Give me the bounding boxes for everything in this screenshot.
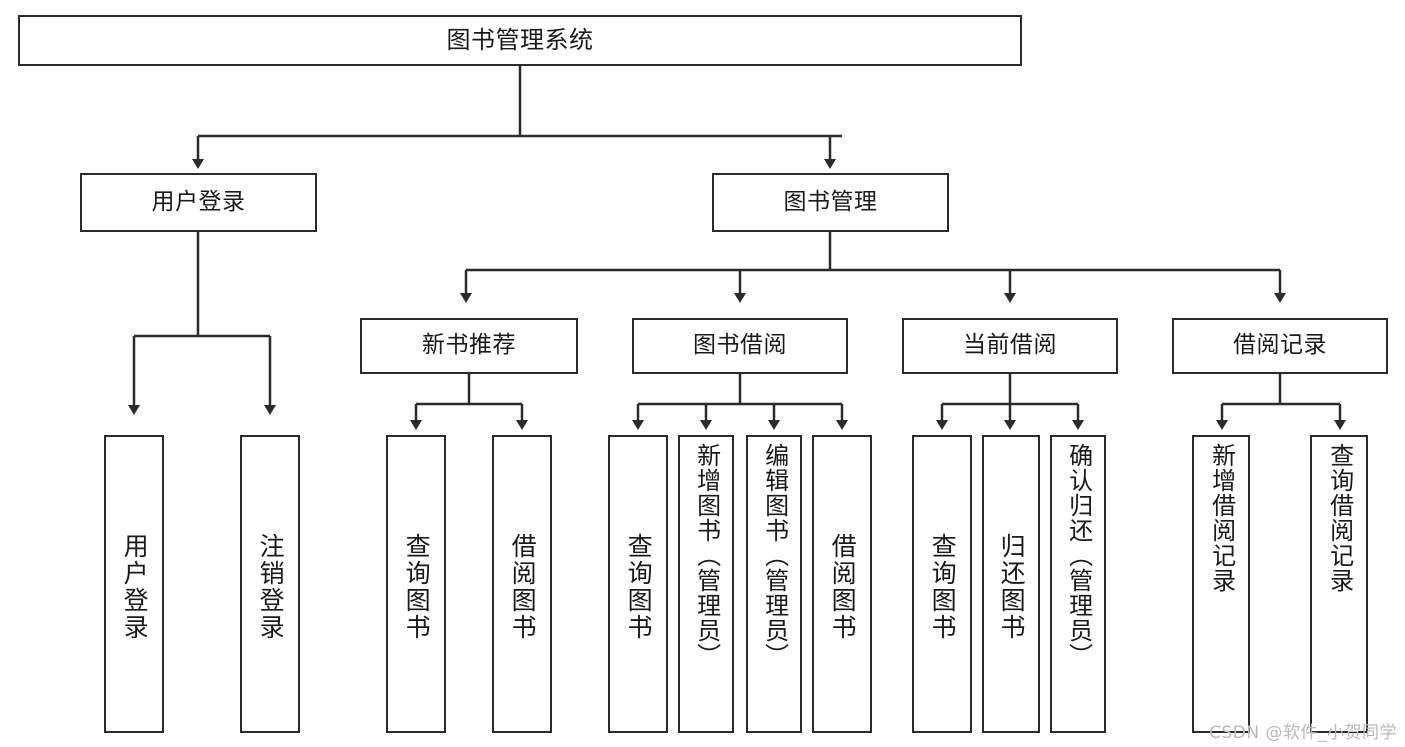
node-user-login[interactable]: 用户登录 bbox=[80, 173, 317, 232]
leaf-query-book-2-label: 查询图书 bbox=[624, 533, 654, 641]
leaf-add-book[interactable]: 新增图书（管理员） bbox=[678, 435, 734, 733]
leaf-borrow-book-2-label: 借阅图书 bbox=[828, 533, 858, 641]
leaf-query-book-3-label: 查询图书 bbox=[928, 533, 958, 641]
leaf-query-book-2[interactable]: 查询图书 bbox=[608, 435, 668, 733]
leaf-add-record[interactable]: 新增借阅记录 bbox=[1192, 435, 1250, 733]
leaf-logout[interactable]: 注销登录 bbox=[240, 435, 300, 733]
node-borrow-record-label: 借阅记录 bbox=[1233, 332, 1327, 359]
node-book-manage[interactable]: 图书管理 bbox=[712, 173, 949, 232]
csdn-watermark: CSDN @软件_小贺同学 bbox=[1209, 723, 1397, 743]
leaf-borrow-book-2[interactable]: 借阅图书 bbox=[812, 435, 872, 733]
leaf-borrow-book-1[interactable]: 借阅图书 bbox=[492, 435, 552, 733]
leaf-query-record-label: 查询借阅记录 bbox=[1325, 443, 1354, 593]
node-new-book-rec[interactable]: 新书推荐 bbox=[360, 318, 578, 374]
leaf-logout-label: 注销登录 bbox=[256, 533, 286, 641]
leaf-return-book[interactable]: 归还图书 bbox=[982, 435, 1040, 733]
node-book-manage-label: 图书管理 bbox=[783, 188, 878, 215]
leaf-query-book-1[interactable]: 查询图书 bbox=[386, 435, 446, 733]
node-book-borrow-label: 图书借阅 bbox=[693, 332, 787, 359]
leaf-edit-book-label: 编辑图书（管理员） bbox=[760, 443, 789, 668]
node-book-borrow[interactable]: 图书借阅 bbox=[632, 318, 848, 374]
node-current-borrow[interactable]: 当前借阅 bbox=[902, 318, 1118, 374]
leaf-add-book-label: 新增图书（管理员） bbox=[692, 443, 721, 668]
leaf-query-book-3[interactable]: 查询图书 bbox=[912, 435, 972, 733]
leaf-user-login[interactable]: 用户登录 bbox=[104, 435, 164, 733]
leaf-return-book-label: 归还图书 bbox=[997, 533, 1027, 641]
node-new-book-rec-label: 新书推荐 bbox=[422, 332, 516, 359]
node-user-login-label: 用户登录 bbox=[151, 188, 246, 215]
node-root-label: 图书管理系统 bbox=[446, 26, 594, 55]
leaf-confirm-return[interactable]: 确认归还（管理员） bbox=[1050, 435, 1106, 733]
node-root[interactable]: 图书管理系统 bbox=[18, 15, 1022, 66]
node-borrow-record[interactable]: 借阅记录 bbox=[1172, 318, 1388, 374]
leaf-add-record-label: 新增借阅记录 bbox=[1207, 443, 1236, 593]
leaf-query-record[interactable]: 查询借阅记录 bbox=[1310, 435, 1368, 733]
leaf-query-book-1-label: 查询图书 bbox=[402, 533, 432, 641]
node-current-borrow-label: 当前借阅 bbox=[963, 332, 1057, 359]
leaf-confirm-return-label: 确认归还（管理员） bbox=[1064, 443, 1093, 668]
leaf-borrow-book-1-label: 借阅图书 bbox=[508, 533, 538, 641]
leaf-user-login-label: 用户登录 bbox=[120, 533, 150, 641]
leaf-edit-book[interactable]: 编辑图书（管理员） bbox=[746, 435, 802, 733]
